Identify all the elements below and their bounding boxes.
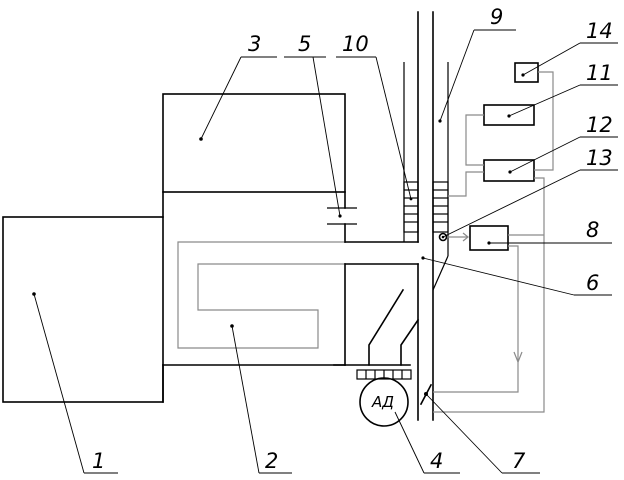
leader-5 [312, 56, 341, 217]
link-8-arrowhead [513, 351, 523, 364]
label-2: 2 [265, 449, 278, 473]
leader-13 [442, 169, 581, 238]
label-11: 11 [586, 61, 613, 85]
block-1-body [2, 216, 164, 403]
label-1: 1 [92, 449, 105, 473]
label-4: 4 [430, 449, 443, 473]
leader-6 [422, 257, 575, 296]
filter-10-left [403, 181, 419, 233]
link-12-pipe [448, 171, 484, 197]
leader-1 [33, 293, 85, 474]
pipe-taper [432, 255, 449, 291]
serpentine-channel [177, 241, 345, 349]
link-11-12 [465, 114, 484, 166]
leader-9 [439, 29, 475, 122]
label-14: 14 [586, 19, 613, 43]
leader-4 [394, 411, 425, 474]
filter-10-right [432, 181, 449, 233]
label-10: 10 [342, 32, 369, 56]
leader-14 [522, 42, 581, 76]
label-12: 12 [586, 113, 613, 137]
sensor-13 [438, 232, 448, 242]
label-7: 7 [512, 449, 526, 473]
block-12 [483, 159, 535, 182]
hopper-left [368, 288, 405, 366]
link-14-12 [534, 71, 554, 171]
motor-circle [359, 377, 409, 427]
leader-11 [508, 84, 581, 117]
controller-8 [469, 225, 509, 251]
sensor-13-arrowhead [462, 232, 469, 242]
label-13: 13 [586, 146, 613, 170]
hopper-right [400, 318, 420, 366]
label-8: 8 [586, 218, 599, 242]
label-3: 3 [248, 32, 261, 56]
link-8-damper [433, 245, 519, 393]
motor-label: АД [371, 393, 394, 411]
leader-7 [425, 393, 503, 474]
block-3-chamber [162, 93, 346, 193]
leader-12 [509, 136, 581, 173]
leader-10 [375, 56, 412, 200]
label-6: 6 [586, 271, 599, 295]
link-12-damper [433, 177, 545, 413]
block-14 [514, 62, 539, 83]
label-5: 5 [298, 32, 311, 56]
leader-3 [200, 56, 242, 140]
leader-2 [231, 325, 260, 474]
label-9: 9 [490, 5, 503, 29]
